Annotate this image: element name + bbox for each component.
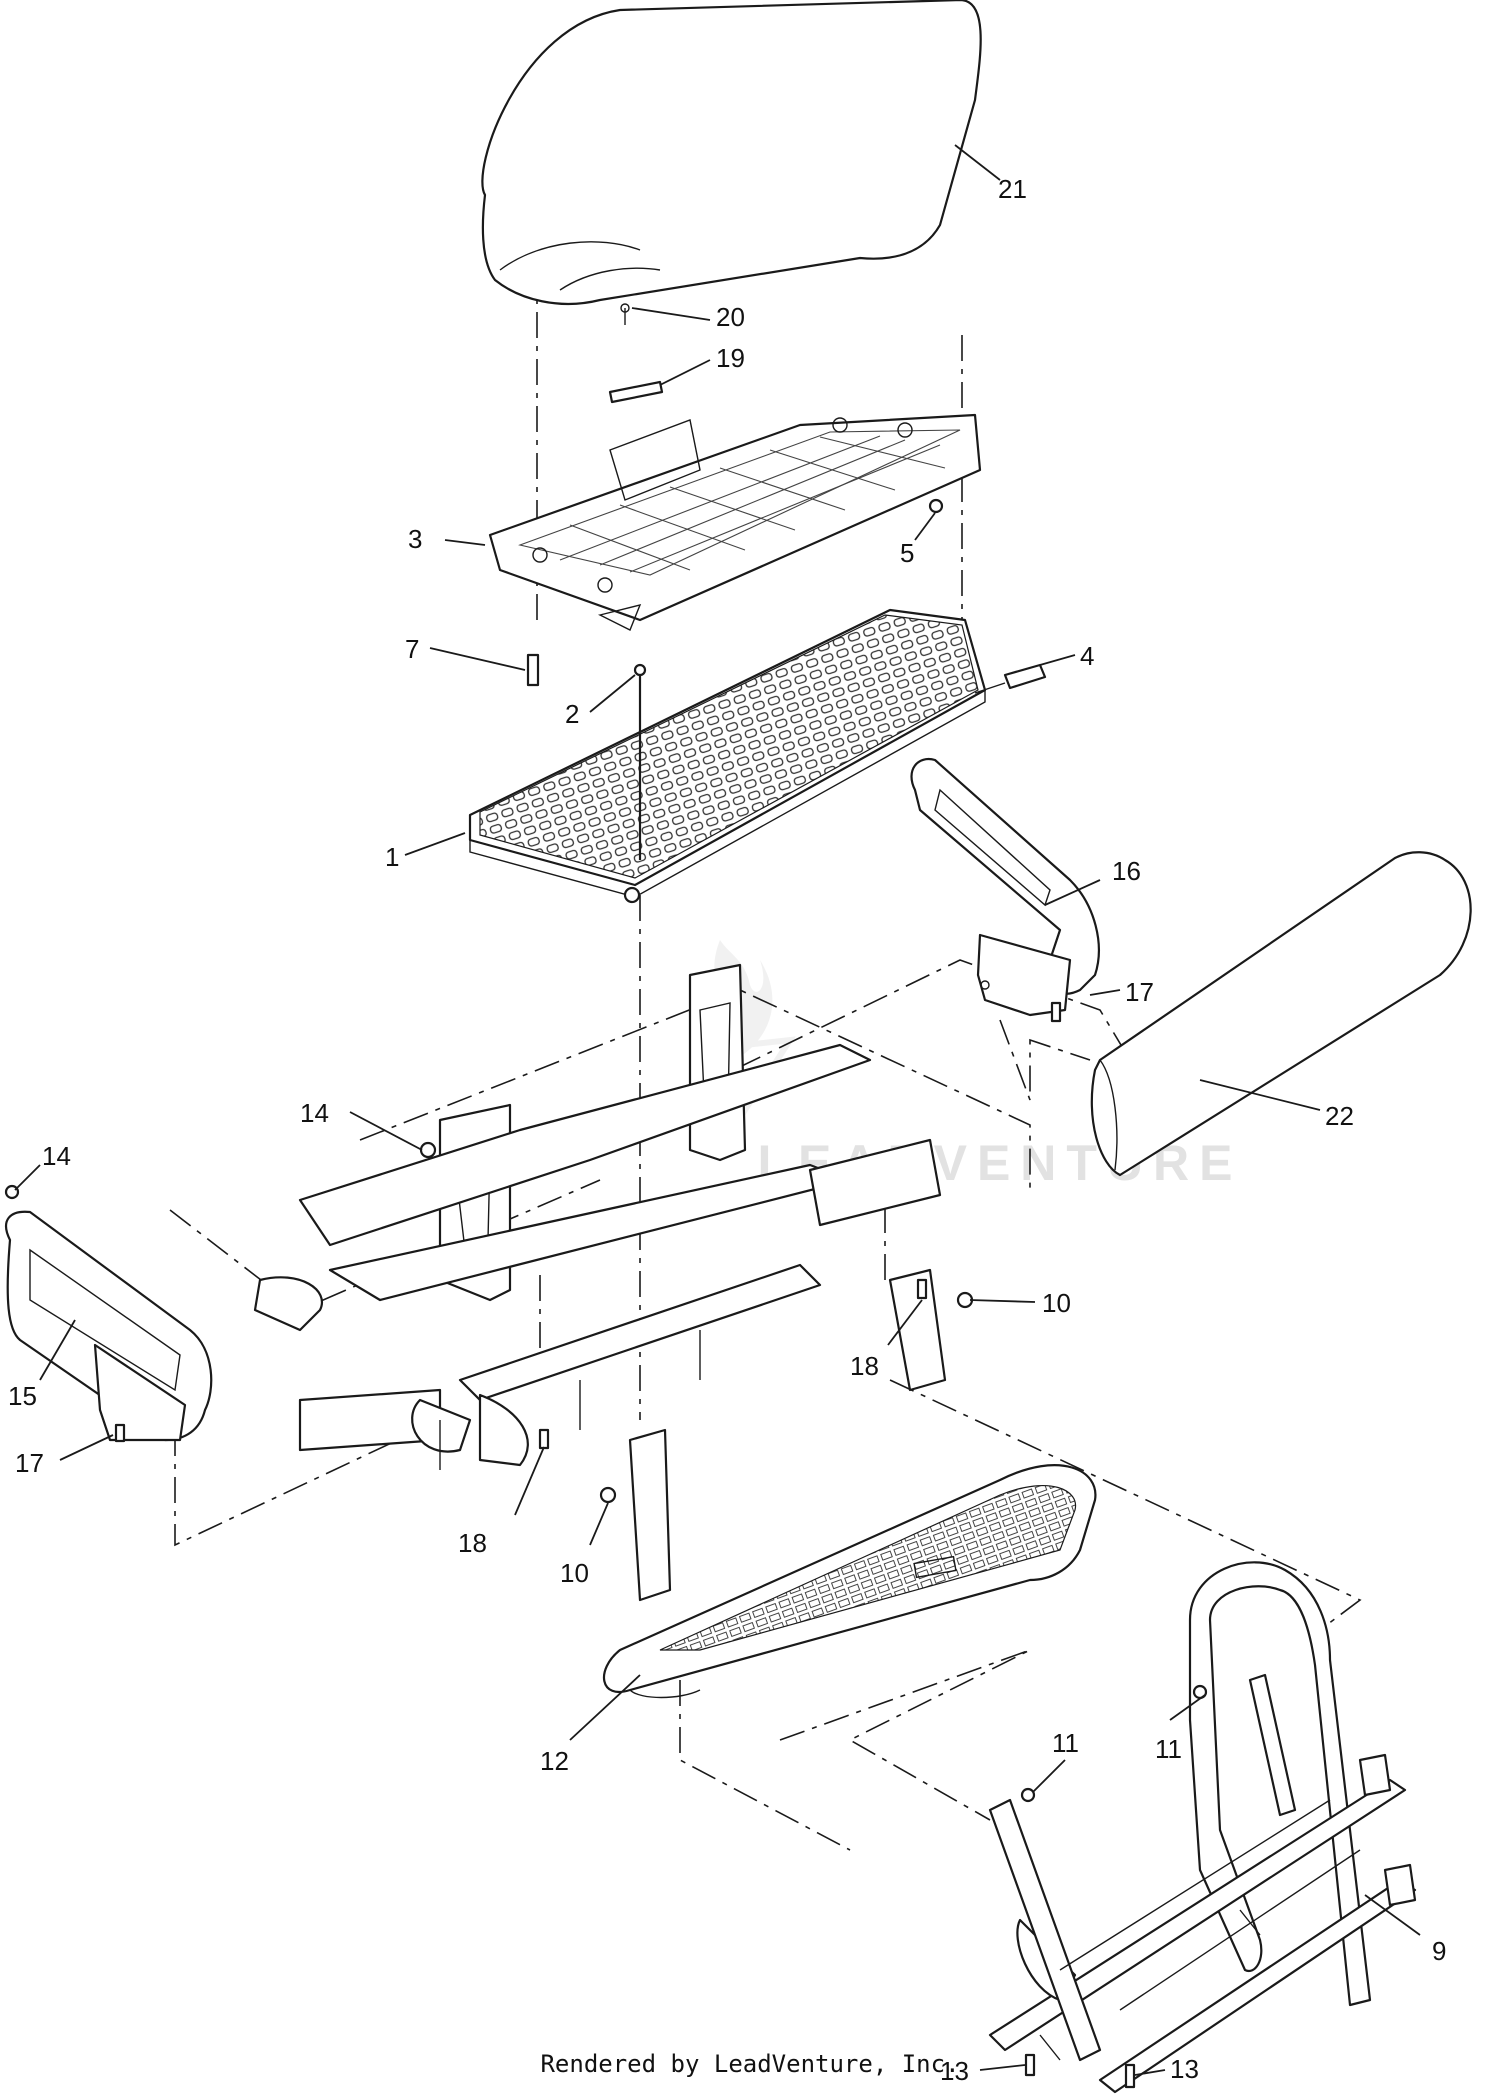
callout-4: 4 <box>1080 641 1094 671</box>
callout-17-left: 17 <box>15 1448 44 1478</box>
callout-3: 3 <box>408 524 422 554</box>
callout-13-left: 13 <box>940 2056 969 2086</box>
callout-10-left: 10 <box>560 1558 589 1588</box>
render-credit: Rendered by LeadVenture, Inc. <box>540 2050 960 2078</box>
seat-pan <box>488 413 982 631</box>
callout-15: 15 <box>8 1381 37 1411</box>
callout-17-upper: 17 <box>1125 977 1154 1007</box>
screw-and-plate <box>608 303 664 404</box>
callout-9: 9 <box>1432 1936 1446 1966</box>
callout-22: 22 <box>1325 1101 1354 1131</box>
seat-cushion <box>481 0 982 306</box>
callout-5: 5 <box>900 538 914 568</box>
callout-20: 20 <box>716 302 745 332</box>
callout-19: 19 <box>716 343 745 373</box>
callout-18-left: 18 <box>458 1528 487 1558</box>
callout-21: 21 <box>998 174 1027 204</box>
right-armrest <box>910 757 1100 1017</box>
leader-lines <box>14 144 1421 2076</box>
backrest-cushion <box>1090 851 1472 1177</box>
callout-11-left: 11 <box>1052 1728 1079 1758</box>
callout-1: 1 <box>385 842 399 872</box>
callout-14-left: 14 <box>42 1141 71 1171</box>
callout-10-right: 10 <box>1042 1288 1071 1318</box>
callout-12: 12 <box>540 1746 569 1776</box>
callout-16: 16 <box>1112 856 1141 886</box>
callout-7: 7 <box>405 634 419 664</box>
callout-18-right: 18 <box>850 1351 879 1381</box>
callout-14-upper: 14 <box>300 1098 329 1128</box>
fasteners-lower <box>4 1001 1208 2089</box>
callout-11-right: 11 <box>1155 1734 1182 1764</box>
roll-bar-frame <box>988 1561 1417 2094</box>
fasteners-upper <box>526 498 1047 860</box>
callouts: 21 20 19 3 5 7 4 2 1 16 17 14 22 14 10 1… <box>8 174 1446 2086</box>
step-plate <box>602 1464 1097 1699</box>
callout-2: 2 <box>565 699 579 729</box>
left-armrest <box>5 1210 213 1442</box>
callout-13-right: 13 <box>1170 2054 1199 2084</box>
seat-frame <box>253 963 947 1602</box>
seat-plate <box>468 608 987 904</box>
